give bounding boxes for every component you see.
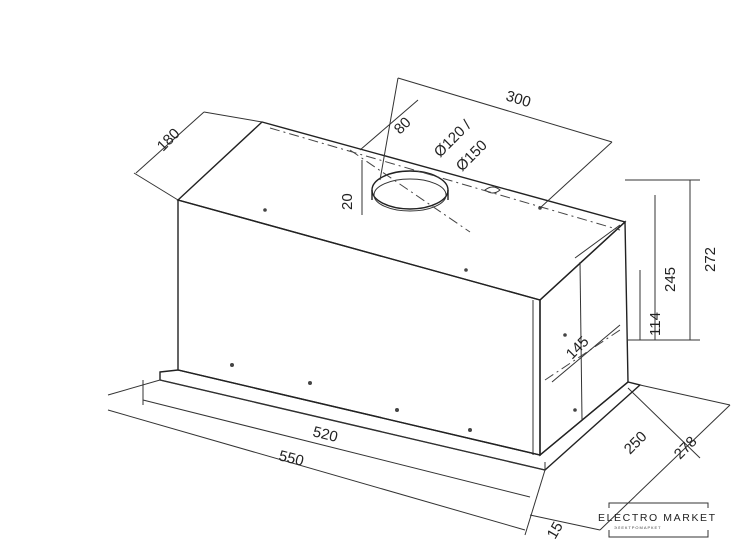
damper-knob xyxy=(484,186,501,194)
dim-300: 300 xyxy=(504,88,533,112)
dim-520: 520 xyxy=(311,423,339,446)
logo-tagline: ЭЛЕКТРОМАРКЕТ xyxy=(614,525,662,530)
outlet-collar xyxy=(371,170,501,212)
dim-180: 180 xyxy=(154,125,184,155)
dim-272: 272 xyxy=(702,247,719,272)
electro-market-logo: ELECTRO MARKET ЭЛЕКТРОМАРКЕТ xyxy=(598,497,722,541)
dim-245: 245 xyxy=(662,267,679,292)
logo-frame xyxy=(608,502,709,538)
dim-15: 15 xyxy=(544,519,567,542)
bottom-panel xyxy=(159,369,642,471)
dim-114: 114 xyxy=(647,312,664,336)
logo-name: ELECTRO MARKET xyxy=(598,512,717,524)
front-face xyxy=(177,199,541,456)
dimension-lines xyxy=(107,77,731,536)
dim-550: 550 xyxy=(277,447,305,470)
dim-145: 145 xyxy=(563,333,593,363)
dim-80: 80 xyxy=(391,114,415,138)
screw-dots xyxy=(230,206,577,432)
dim-250: 250 xyxy=(621,428,651,458)
hood-body xyxy=(159,121,642,471)
dim-20: 20 xyxy=(339,193,356,210)
